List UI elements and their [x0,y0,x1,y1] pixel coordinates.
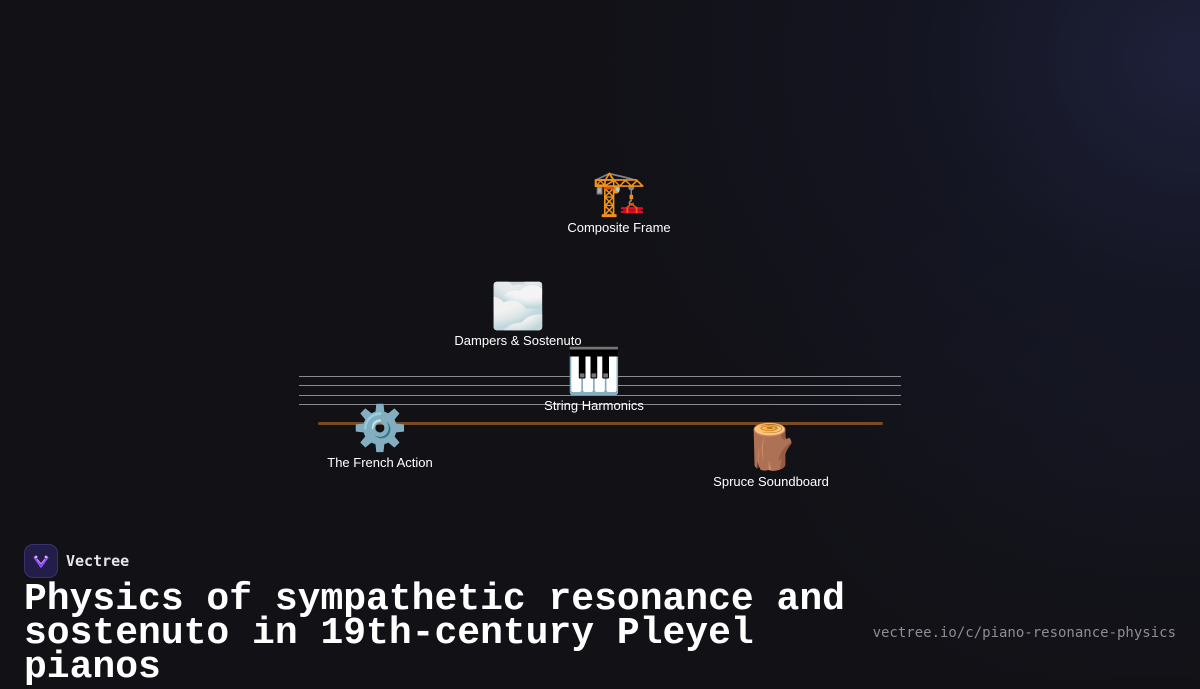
gear-icon: ⚙️ [352,403,408,454]
node-label: The French Action [327,455,433,470]
piano-keys-icon: 🎹 [566,346,622,397]
page-title: Physics of sympathetic resonance and sos… [24,578,845,689]
string-line [299,385,901,386]
wood-log-icon: 🪵 [743,422,799,473]
vectree-logo-icon [24,544,58,578]
node-label: String Harmonics [544,398,644,413]
string-line [299,404,901,405]
node-label: Spruce Soundboard [713,474,829,489]
brand-name: Vectree [66,552,130,570]
node-french-action[interactable]: ⚙️ The French Action [327,403,433,471]
node-string-harmonics[interactable]: 🎹 String Harmonics [544,346,644,414]
node-label: Dampers & Sostenuto [454,333,582,348]
node-spruce-soundboard[interactable]: 🪵 Spruce Soundboard [713,422,829,490]
construction-crane-icon: 🏗️ [591,168,647,219]
string-line [299,395,901,396]
page-url[interactable]: vectree.io/c/piano-resonance-physics [872,625,1176,641]
string-line [299,376,901,377]
background-glow [0,0,1200,675]
node-composite-frame[interactable]: 🏗️ Composite Frame [567,168,671,236]
fog-icon: 🌫️ [490,281,546,332]
node-dampers-sostenuto[interactable]: 🌫️ Dampers & Sostenuto [454,281,582,349]
node-label: Composite Frame [567,220,671,235]
diagram-canvas: 🏗️ Composite Frame 🌫️ Dampers & Sostenut… [299,168,901,490]
brand: Vectree [24,544,129,578]
soundboard-bar [318,422,883,425]
